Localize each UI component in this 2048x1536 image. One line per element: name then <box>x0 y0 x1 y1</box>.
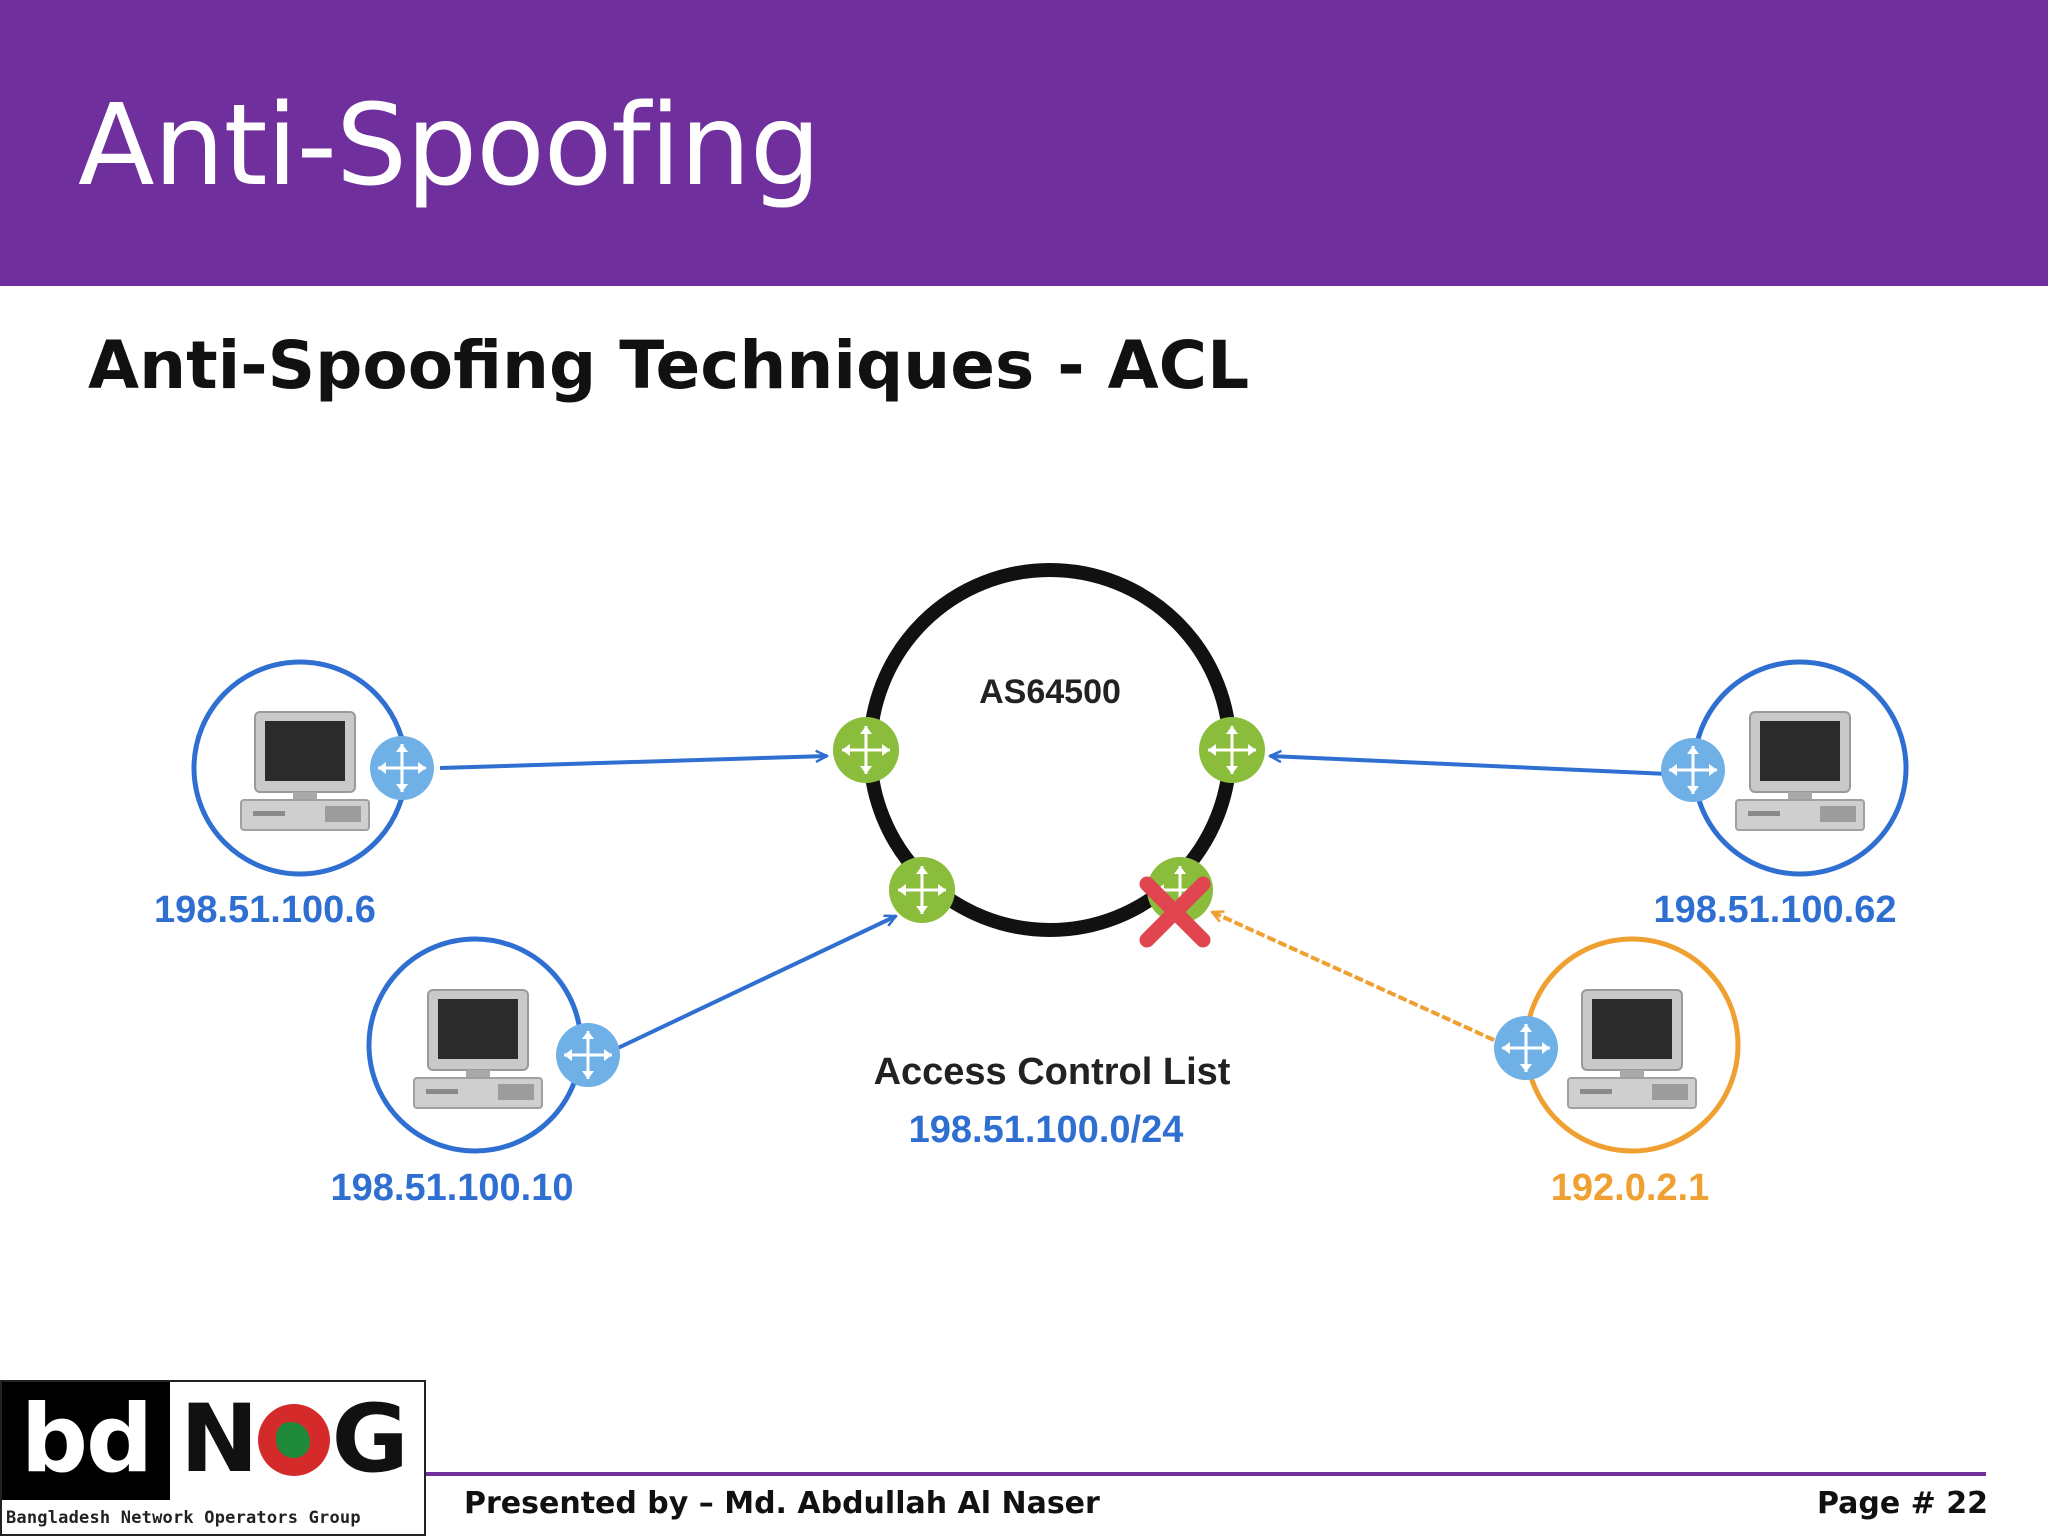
host-router-icon <box>370 736 434 800</box>
host-ip-label: 192.0.2.1 <box>1551 1167 1709 1209</box>
link-198-51-100-6 <box>439 756 827 770</box>
computer-icon <box>1735 711 1865 831</box>
host-ip-label: 198.51.100.10 <box>330 1167 573 1209</box>
map-globe-icon <box>257 1404 330 1476</box>
computer-icon <box>240 711 370 831</box>
logo-caption: Bangladesh Network Operators Group <box>6 1508 361 1528</box>
host-router-icon <box>1494 1016 1558 1080</box>
blocked-x-icon <box>1139 876 1211 948</box>
host-router-icon <box>1661 738 1725 802</box>
edge-router-icon <box>833 717 899 783</box>
acl-title: Access Control List <box>874 1051 1231 1093</box>
as-label: AS64500 <box>979 673 1121 711</box>
computer-icon <box>413 989 543 1109</box>
host-ip-label: 198.51.100.6 <box>154 889 376 931</box>
footer-divider <box>426 1472 1986 1476</box>
slide-subtitle: Anti-Spoofing Techniques - ACL <box>88 327 1250 404</box>
host-198-51-100-6 <box>191 659 434 877</box>
host-router-icon <box>556 1023 620 1087</box>
edge-router-icon <box>1199 717 1265 783</box>
logo-bd-block: bd <box>2 1382 170 1500</box>
title-bar <box>0 0 2048 286</box>
link-192-0-2-1 <box>1212 910 1495 1042</box>
slide-title: Anti-Spoofing <box>78 81 821 211</box>
link-198-51-100-62 <box>1270 756 1669 776</box>
computer-icon <box>1567 989 1697 1109</box>
edge-router-icon <box>889 857 955 923</box>
host-198-51-100-10 <box>366 936 620 1154</box>
acl-prefix: 198.51.100.0/24 <box>909 1109 1184 1151</box>
host-ip-label: 198.51.100.62 <box>1653 889 1896 931</box>
link-198-51-100-10 <box>617 914 896 1050</box>
host-198-51-100-62 <box>1661 659 1909 877</box>
presenter-credit: Presented by – Md. Abdullah Al Naser <box>464 1486 1100 1521</box>
page-number: Page # 22 <box>1816 1486 1988 1521</box>
host-192-0-2-1 <box>1494 936 1741 1154</box>
